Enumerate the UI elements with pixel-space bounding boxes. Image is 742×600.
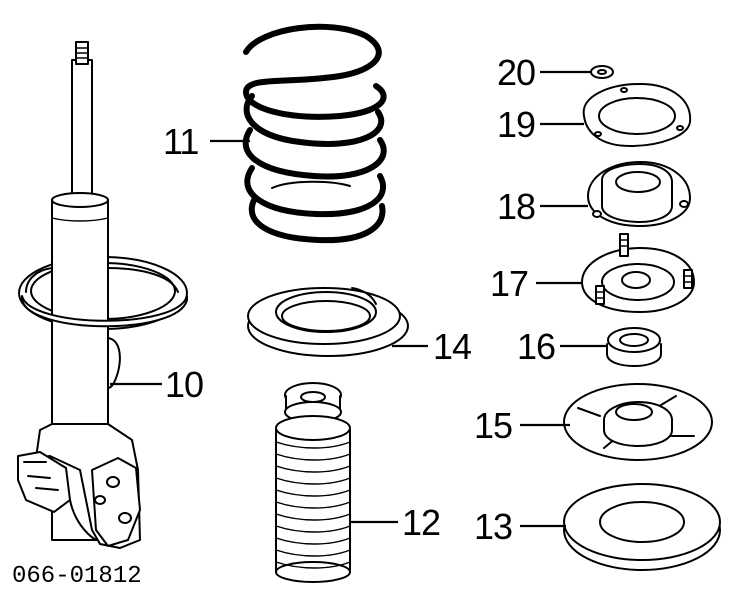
strut-assembly-illustration (17, 41, 188, 549)
washer-illustration (590, 65, 614, 79)
dust-boot-illustration (275, 382, 351, 583)
callout-13: 13 (474, 506, 513, 547)
callout-17: 17 (490, 263, 529, 304)
callout-14: 14 (433, 326, 472, 367)
insulator-ring-illustration (563, 483, 721, 571)
callout-11: 11 (163, 121, 199, 162)
diagram-part-number: 066-01812 (12, 563, 142, 590)
callout-18: 18 (497, 186, 536, 227)
coil-spring-illustration (242, 23, 387, 244)
bearing-illustration (606, 327, 662, 367)
leader-lines (110, 70, 607, 528)
strut-mount-illustration (581, 233, 695, 313)
callout-16: 16 (517, 326, 556, 367)
upper-seat-illustration (563, 383, 713, 461)
upper-mount-illustration (587, 161, 691, 227)
callout-20: 20 (497, 52, 536, 93)
callout-15: 15 (474, 405, 513, 446)
callout-19: 19 (497, 104, 536, 145)
spring-seat-illustration (247, 287, 409, 357)
mounting-plate-illustration (582, 83, 692, 147)
callout-12: 12 (402, 502, 441, 543)
callout-10: 10 (165, 364, 204, 405)
